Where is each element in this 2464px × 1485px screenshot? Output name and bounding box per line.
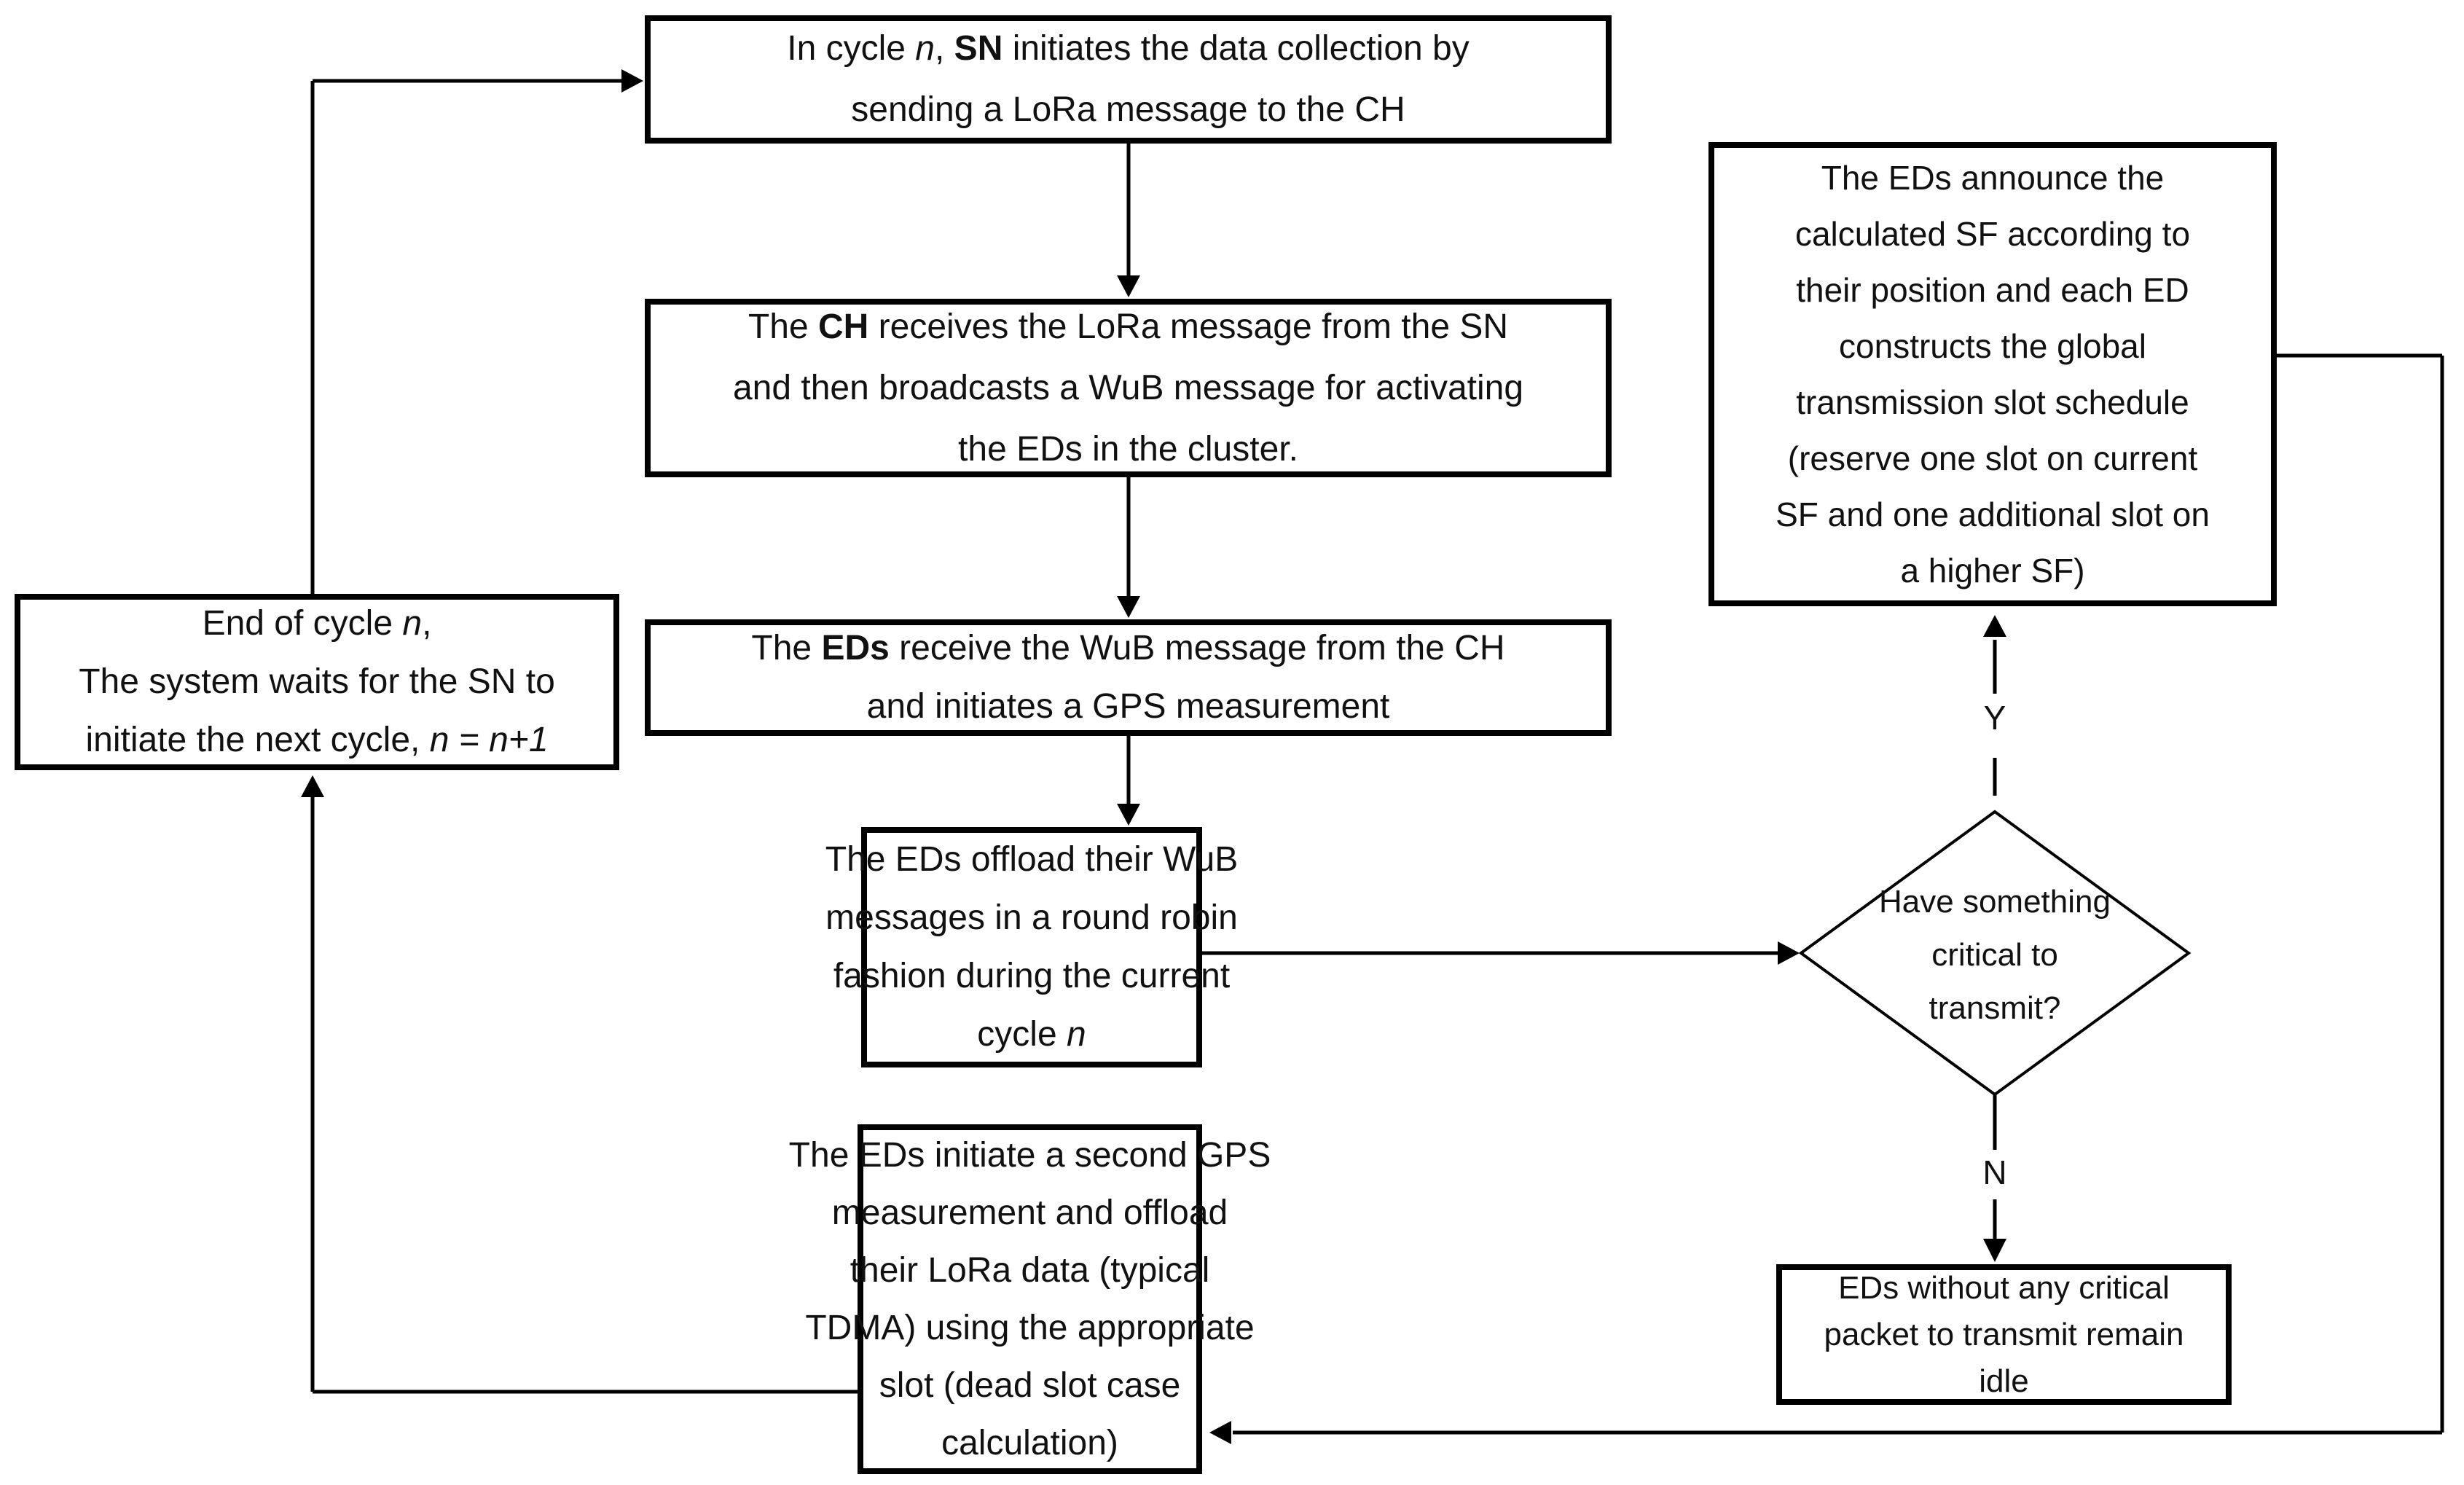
arrowhead-into-roundrobin xyxy=(1117,804,1140,826)
decision-branch-label-yes: Y xyxy=(1983,699,2006,737)
arrowhead-into-idle xyxy=(1983,1239,2006,1262)
decision-branch-label-no: N xyxy=(1982,1153,2007,1191)
arrowhead-into-endcycle xyxy=(301,775,324,797)
node-eds-receive: The EDs receive the WuB message from the… xyxy=(645,619,1612,736)
node-end-cycle: End of cycle n,The system waits for the … xyxy=(15,594,619,770)
arrowhead-into-decision xyxy=(1778,941,1800,965)
node-cycle-start: In cycle n, SN initiates the data collec… xyxy=(645,15,1612,144)
arrowhead-into-announce xyxy=(1983,615,2006,637)
node-ch-receives: The CH receives the LoRa message from th… xyxy=(645,299,1612,477)
arrowhead-into-start xyxy=(621,69,643,93)
arrowhead-into-ch xyxy=(1117,275,1140,297)
arrowhead-into-secondgps xyxy=(1209,1421,1231,1444)
arrowhead-into-eds xyxy=(1117,596,1140,618)
